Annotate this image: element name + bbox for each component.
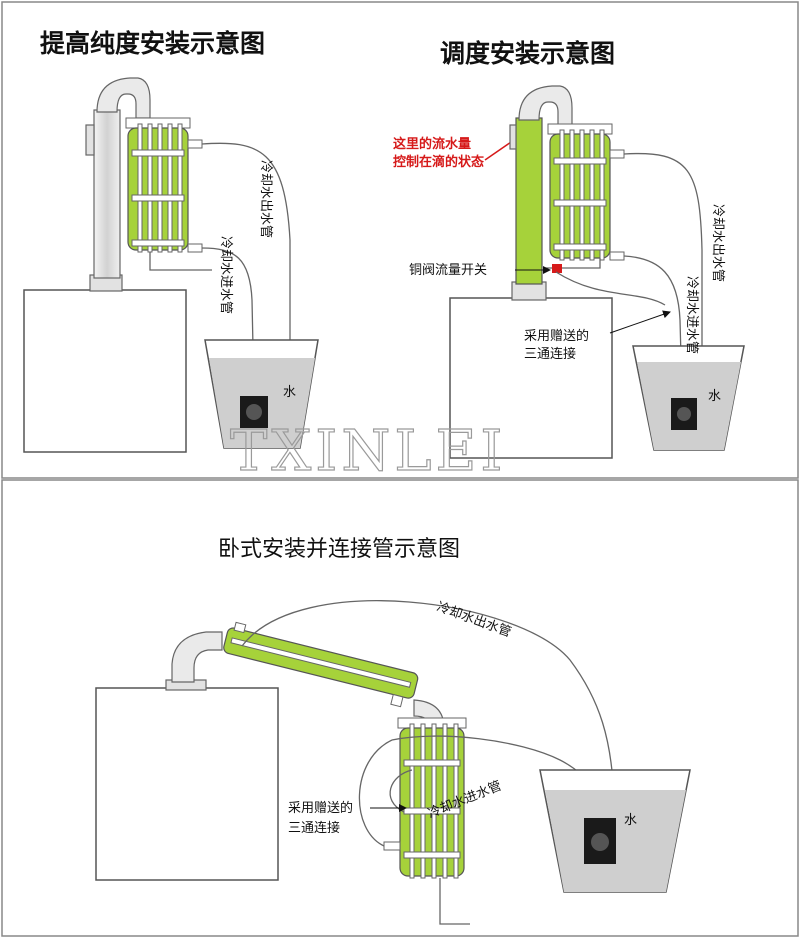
condenser-inner-tube — [230, 637, 412, 688]
flow-note-line2: 控制在滴的状态 — [393, 154, 484, 170]
pump-port — [591, 833, 609, 851]
horizontal-condenser — [223, 621, 419, 708]
bottom-panel-frame — [1, 479, 799, 937]
outlet-nozzle — [609, 149, 625, 159]
condenser-baffle — [403, 851, 461, 859]
bottom-diagram: 卧式安装并连接管示意图 — [95, 537, 691, 925]
condenser-port — [390, 693, 404, 708]
condenser-tube — [431, 723, 437, 879]
condenser-baffle — [553, 199, 607, 207]
vertical-drain — [439, 878, 470, 925]
column-side-port — [85, 124, 95, 156]
top-right-title: 调度安装示意图 — [440, 39, 615, 68]
condenser-baffle — [403, 759, 461, 767]
water-label: 水 — [283, 385, 296, 400]
condenser-tube — [569, 129, 575, 261]
water-label-bottom: 水 — [624, 813, 637, 828]
column-port — [509, 124, 517, 150]
outlet-nozzle — [187, 139, 203, 149]
condenser-drain — [149, 252, 212, 271]
condenser-tube — [559, 129, 565, 261]
outlet-hose-right — [623, 152, 703, 385]
distill-column — [93, 109, 121, 279]
condenser-port — [233, 621, 247, 634]
condenser-tube — [589, 129, 595, 261]
top-elbow — [96, 77, 151, 119]
inlet-nozzle — [187, 243, 203, 253]
valve-label: 铜阀流量开关 — [409, 263, 487, 278]
top-elbow-right — [518, 85, 573, 127]
outlet-hose — [201, 142, 291, 365]
boiler-elbow — [171, 631, 223, 683]
condenser-tube — [137, 123, 143, 253]
flow-note-line1: 这里的流水量 — [393, 136, 471, 152]
inlet-label-right: 冷却水进水管 — [684, 276, 699, 354]
top-panel-frame — [1, 1, 799, 479]
column-base-right — [511, 281, 547, 301]
tee-label-line1: 采用赠送的 — [524, 328, 589, 344]
inlet-hose-right — [623, 255, 683, 396]
pump-port — [677, 407, 691, 421]
condenser-tube — [157, 123, 163, 253]
outlet-label-right: 冷却水出水管 — [710, 204, 725, 282]
distill-column-right — [515, 117, 543, 285]
tee-pointer — [609, 310, 671, 334]
top-left-diagram: 提高纯度安装示意图 冷却水出水管 冷却水进水管 水 — [23, 29, 319, 453]
condenser-tube — [167, 123, 173, 253]
bottom-title: 卧式安装并连接管示意图 — [218, 537, 460, 562]
boiler-box — [23, 289, 187, 453]
condenser-tube — [599, 129, 605, 261]
pump-port — [246, 404, 262, 420]
condenser-tube — [453, 723, 459, 879]
condenser-tube — [409, 723, 415, 879]
condenser-baffle — [553, 243, 607, 251]
boiler-box-right — [449, 297, 613, 459]
inlet-hose — [201, 247, 255, 396]
condenser-baffle — [553, 157, 607, 165]
condenser-tube — [177, 123, 183, 253]
condenser-tube — [420, 723, 426, 879]
tee-label-line2: 三通连接 — [524, 346, 576, 362]
tee-label-bottom-line1: 采用赠送的 — [288, 800, 353, 816]
condenser-nozzle — [383, 841, 401, 851]
condenser-baffle — [131, 194, 185, 202]
condenser-tube — [579, 129, 585, 261]
copper-valve — [552, 264, 562, 273]
watermark: TXINLEI — [230, 419, 507, 484]
outlet-label: 冷却水出水管 — [258, 160, 273, 238]
inlet-label: 冷却水进水管 — [218, 236, 233, 314]
boiler-box-bottom — [95, 687, 279, 881]
outlet-hose-bottom — [241, 600, 615, 801]
condenser-baffle — [131, 239, 185, 247]
tee-hose — [555, 271, 666, 306]
flow-note-pointer — [484, 139, 515, 161]
tee-label-bottom-line2: 三通连接 — [288, 820, 340, 836]
condenser-tube — [147, 123, 153, 253]
condenser-tube — [442, 723, 448, 879]
tee-loop-hose — [358, 739, 393, 847]
water-label-right: 水 — [708, 389, 721, 404]
inlet-nozzle — [609, 251, 625, 261]
condenser-baffle — [131, 149, 185, 157]
top-left-title: 提高纯度安装示意图 — [40, 29, 265, 58]
valve-line — [544, 258, 601, 269]
top-right-diagram: 调度安装示意图 这里的流水量 控制在滴的状态 — [393, 39, 745, 459]
